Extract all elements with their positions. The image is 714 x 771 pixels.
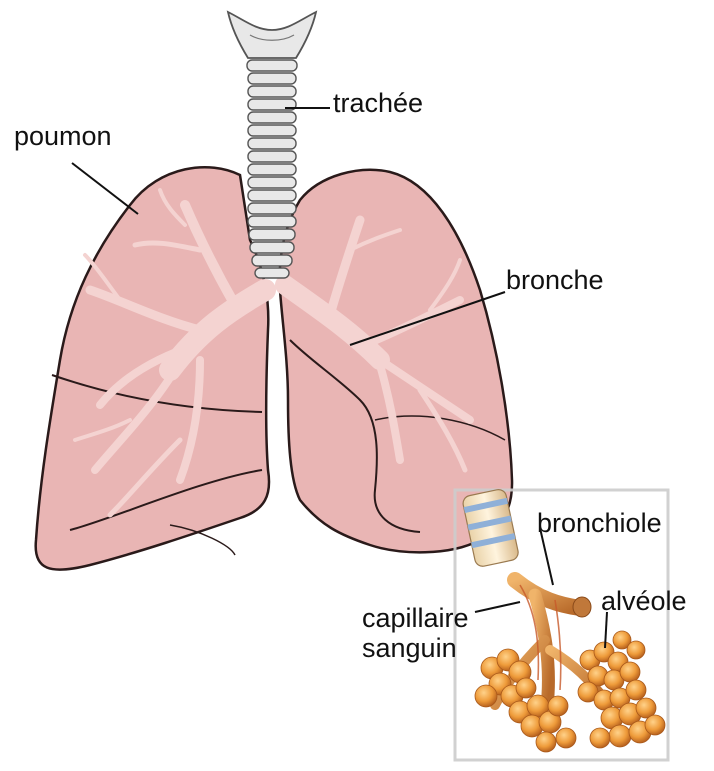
- label-poumon: poumon: [14, 121, 112, 151]
- label-alveole: alvéole: [601, 586, 687, 616]
- label-capillaire-sanguin: capillaire sanguin: [362, 603, 469, 663]
- label-bronchiole: bronchiole: [537, 508, 662, 538]
- label-capillaire-line1: capillaire: [362, 603, 469, 633]
- label-bronche: bronche: [506, 265, 604, 295]
- label-trachee: trachée: [333, 88, 423, 118]
- label-capillaire-line2: sanguin: [362, 633, 469, 663]
- left-lung: [36, 167, 269, 569]
- leader-capillaire: [475, 602, 520, 612]
- leader-poumon: [72, 163, 138, 214]
